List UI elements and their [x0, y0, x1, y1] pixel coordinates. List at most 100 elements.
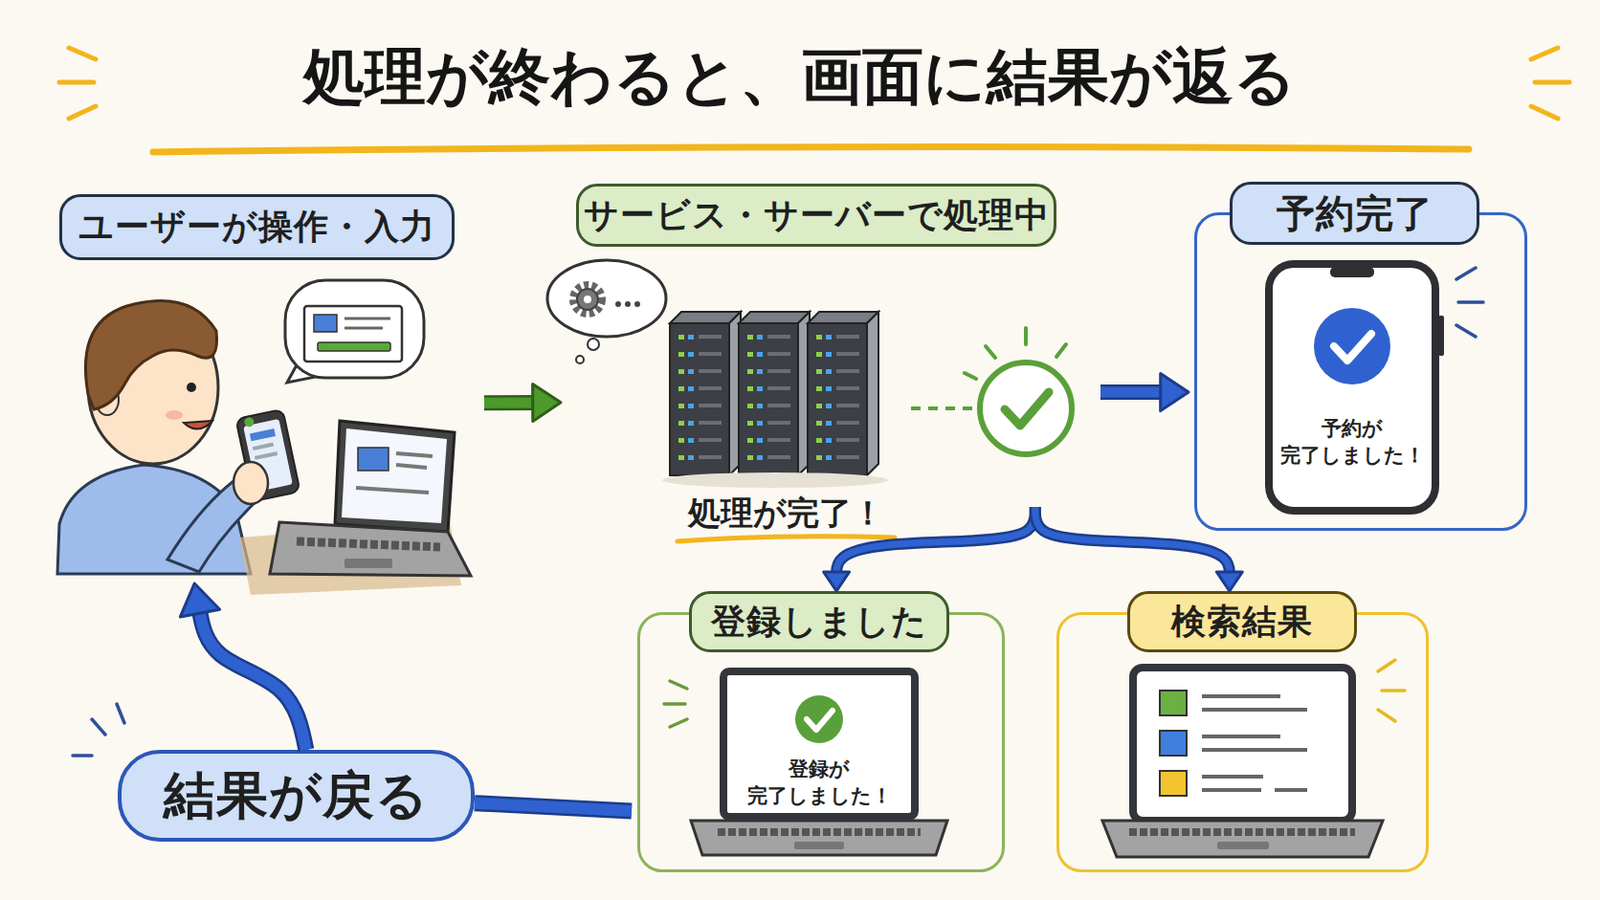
- flow-arrow: [474, 803, 632, 812]
- sparkle-mark: [664, 702, 686, 707]
- laptop-pad: [344, 558, 393, 569]
- result-line: [1201, 788, 1262, 793]
- phone-screen: 予約が 完了しました！: [1265, 260, 1440, 515]
- result-panel: 予約が 完了しました！予約完了: [1188, 181, 1528, 532]
- sparkle-mark: [1531, 106, 1558, 119]
- laptop-pad: [1217, 842, 1269, 850]
- result-line: [1201, 734, 1281, 739]
- bubble-square: [313, 314, 337, 333]
- heading-pill: 登録しました: [688, 591, 950, 653]
- result-line: [1201, 708, 1308, 712]
- arrow-head: [179, 583, 220, 618]
- laptop-base: [269, 522, 471, 577]
- laptop-screen: 登録が 完了しました！: [719, 667, 919, 822]
- bubble-line: [344, 317, 391, 321]
- arrow-line: [1100, 387, 1167, 399]
- laptop-base: [1102, 821, 1383, 858]
- result-panel: 登録が 完了しました！ 登録しました: [631, 591, 1005, 873]
- arrow-line: [484, 397, 539, 408]
- screen-line: [254, 451, 278, 461]
- result-square: [1159, 690, 1187, 716]
- return-text: 結果が戻る: [117, 750, 475, 843]
- sparkle-group: [1377, 660, 1405, 722]
- screen-line: [252, 443, 274, 451]
- laptop-base: [690, 821, 948, 856]
- diagram-title: 処理が終わると、画面に結果が返る: [0, 34, 1600, 119]
- sparkle-group: [664, 681, 688, 728]
- laptop-pad: [794, 842, 845, 850]
- check-circle: [979, 362, 1072, 455]
- result-line: [1201, 694, 1281, 699]
- laptop-keys: [296, 541, 441, 548]
- cloud-dots: [634, 301, 641, 308]
- server-lights: [747, 334, 754, 467]
- server-rack: [669, 311, 879, 476]
- server-front: [738, 323, 799, 476]
- result-line: [1201, 748, 1308, 753]
- sparkle-mark: [1377, 660, 1396, 672]
- server-lights: [688, 334, 694, 467]
- phone-notch: [1330, 266, 1375, 278]
- sparkle-mark: [1456, 267, 1476, 280]
- arrow-head: [533, 383, 561, 422]
- server-slots: [836, 334, 860, 467]
- ray-mark: [964, 373, 977, 379]
- server-slots: [698, 334, 722, 467]
- arrow-outline: [836, 507, 1036, 577]
- person-hand: [233, 462, 268, 505]
- gear-hole: [583, 295, 592, 304]
- person-eye: [186, 382, 197, 393]
- cloud-dots: [615, 301, 622, 308]
- screen-square: [357, 447, 389, 471]
- label-underline: [677, 536, 895, 542]
- ray-mark: [1023, 328, 1028, 345]
- arrow-outline: [199, 607, 307, 751]
- ray-mark: [1056, 344, 1067, 357]
- server-lights: [825, 334, 832, 467]
- sparkle-mark: [68, 106, 96, 119]
- check-mark: [1004, 392, 1049, 426]
- return-pill: 結果が戻る: [117, 750, 475, 843]
- result-line: [1274, 788, 1308, 793]
- screen-bar: [249, 428, 276, 442]
- gear-body: [577, 288, 599, 311]
- sparkle-mark: [1534, 80, 1570, 86]
- sparkle-mark: [1377, 710, 1396, 722]
- result-panel: 検索結果: [1050, 591, 1429, 873]
- user-area: ユーザーが操作・入力: [59, 194, 485, 584]
- arrow-outline: [1035, 507, 1230, 577]
- sparkle-mark: [116, 704, 125, 724]
- sparkle-mark: [91, 719, 106, 735]
- server-lights: [756, 334, 763, 467]
- laptop-screen: [341, 428, 447, 524]
- heading-pill: 検索結果: [1127, 591, 1357, 653]
- sparkle-mark: [669, 681, 688, 689]
- server-front: [807, 323, 867, 476]
- flow-arrow: [1035, 507, 1244, 592]
- bubble-button: [317, 342, 391, 352]
- arrow-outline: [484, 395, 539, 411]
- arrow-line: [1035, 507, 1230, 577]
- server-lights: [678, 334, 685, 467]
- bubble-window: [304, 306, 402, 362]
- sparkle-mark: [72, 754, 92, 758]
- flow-arrow: [1100, 374, 1189, 412]
- sparkle-mark: [1531, 47, 1558, 60]
- screen-text: 登録が 完了しました！: [731, 755, 908, 816]
- result-square: [1159, 771, 1187, 797]
- server-area: サービス・サーバーで処理中: [560, 183, 1101, 508]
- arrow-outline: [1100, 384, 1167, 400]
- sparkle-mark: [59, 80, 94, 86]
- arrow-head: [1160, 374, 1189, 412]
- title-underline: [153, 147, 1469, 153]
- screen-line: [355, 488, 429, 493]
- arrow-line: [199, 607, 307, 751]
- dashed-link: [911, 406, 977, 411]
- server-shadow: [662, 472, 889, 489]
- sparkle-mark: [1458, 300, 1484, 305]
- person-mouth: [183, 421, 213, 430]
- laptop-keys: [717, 828, 921, 837]
- sparkle-mark: [68, 47, 96, 60]
- cloud-dot: [576, 355, 584, 364]
